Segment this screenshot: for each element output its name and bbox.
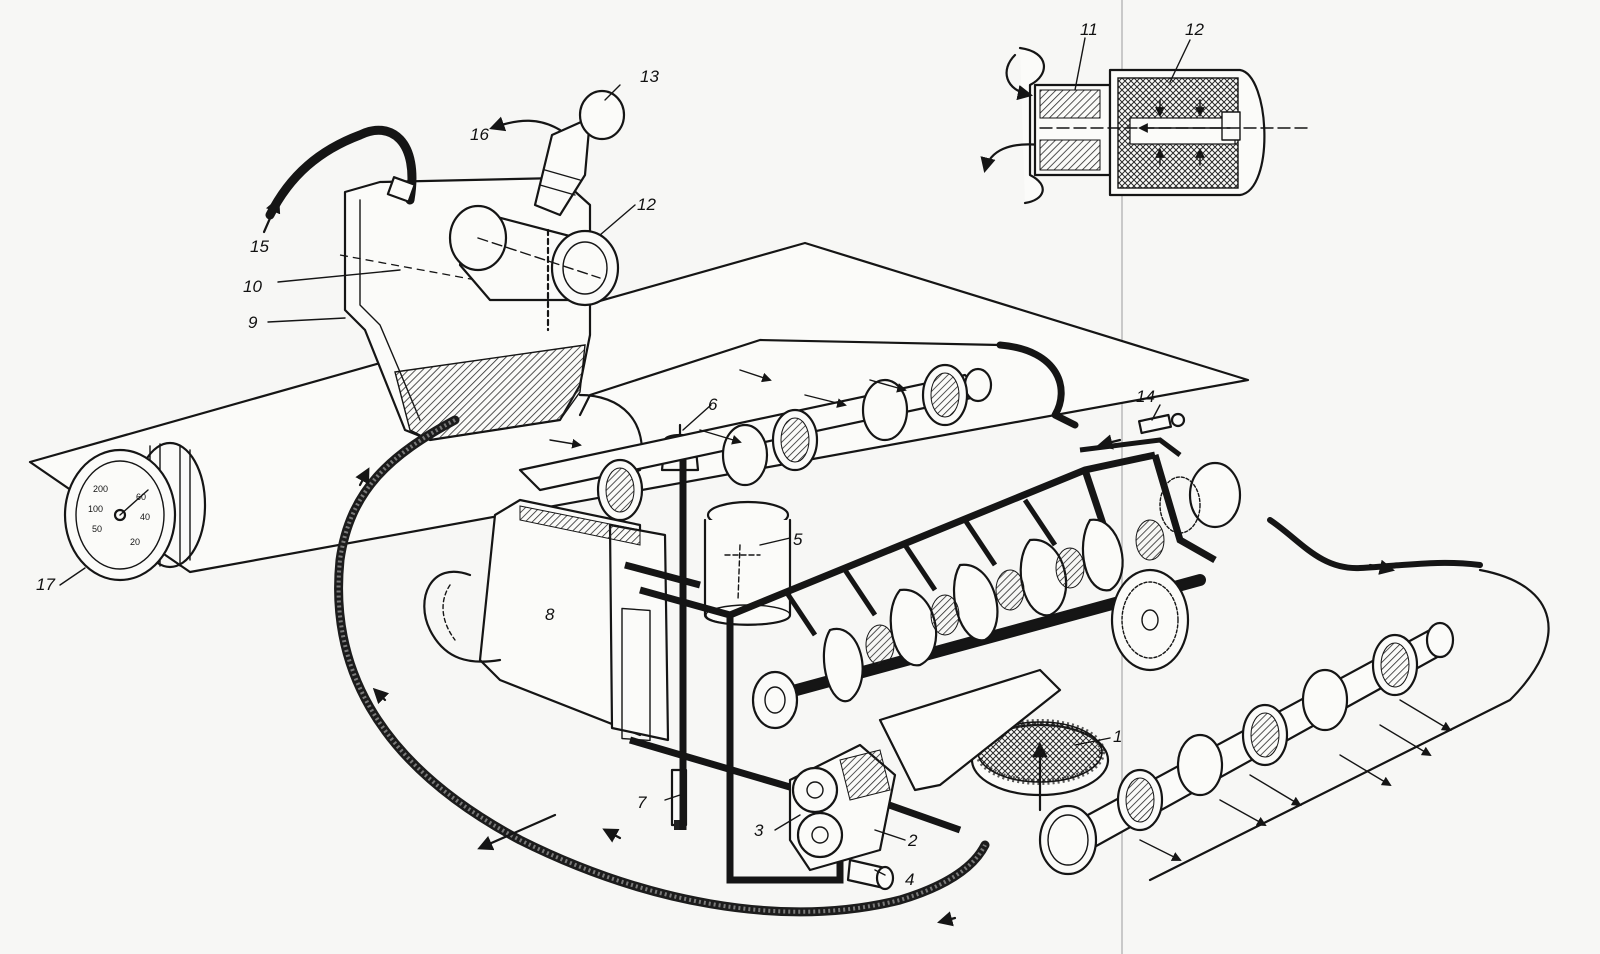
- svg-text:20: 20: [130, 537, 140, 547]
- pressure-relief-valve: [846, 858, 895, 891]
- callout-3: 3: [754, 821, 764, 840]
- crank-gear: [1110, 568, 1190, 672]
- callout-13: 13: [640, 67, 659, 86]
- callout-12-inset: 12: [1185, 20, 1204, 39]
- callout-4: 4: [905, 870, 914, 889]
- callout-2: 2: [907, 831, 918, 850]
- inset-filter-section: [980, 46, 1311, 205]
- callout-6: 6: [708, 395, 718, 414]
- svg-text:200: 200: [93, 484, 108, 494]
- svg-text:100: 100: [88, 504, 103, 514]
- filler-neck: [533, 89, 626, 217]
- pump-drive-linkage: [878, 668, 1062, 792]
- arrow-filler: [489, 116, 562, 132]
- reference-plane: [28, 241, 1250, 574]
- tank-oil-level-line: [339, 254, 586, 301]
- hose-clamp: [386, 176, 416, 203]
- callout-15: 15: [250, 237, 269, 256]
- flow-arrows: [355, 434, 1396, 927]
- callout-10: 10: [243, 277, 262, 296]
- callout-14: 14: [1136, 387, 1155, 406]
- callout-17: 17: [36, 575, 55, 594]
- callout-8: 8: [545, 605, 555, 624]
- rocker-feed-line: [1148, 568, 1550, 882]
- callout-9: 9: [248, 313, 258, 332]
- callout-5: 5: [793, 530, 803, 549]
- supply-hose-outer: [334, 415, 990, 917]
- oil-strainer: [970, 719, 1110, 812]
- tank-oil-sump-hatched: [394, 344, 586, 441]
- return-hose-right: [1267, 517, 1483, 572]
- svg-text:50: 50: [92, 524, 102, 534]
- check-valve-fitting: [1137, 412, 1186, 435]
- tank-oil-filter: [448, 204, 620, 307]
- callout-11: 11: [1080, 20, 1098, 39]
- return-hose-top: [996, 341, 1079, 429]
- oil-pressure-gauge: 200 100 50 60 40 20: [63, 441, 207, 582]
- oil-cooler: [423, 498, 670, 742]
- upper-camshaft: [518, 363, 993, 522]
- svg-text:60: 60: [136, 492, 146, 502]
- arrow-vent-out: [262, 197, 281, 234]
- callout-1: 1: [1113, 727, 1122, 746]
- crankshaft: [751, 461, 1242, 730]
- svg-text:40: 40: [140, 512, 150, 522]
- oil-tank-group: [262, 89, 626, 442]
- callout-16: 16: [470, 125, 489, 144]
- oil-pump: [788, 743, 897, 872]
- callout-12-tank: 12: [637, 195, 656, 214]
- callout-7: 7: [637, 793, 647, 812]
- leader-lines: [59, 37, 1191, 876]
- lower-camshaft: [1038, 621, 1455, 876]
- callout-labels: 1 2 3 4 5 6 7 8 9 10 11 12 12 13 14 15 1…: [36, 20, 1204, 889]
